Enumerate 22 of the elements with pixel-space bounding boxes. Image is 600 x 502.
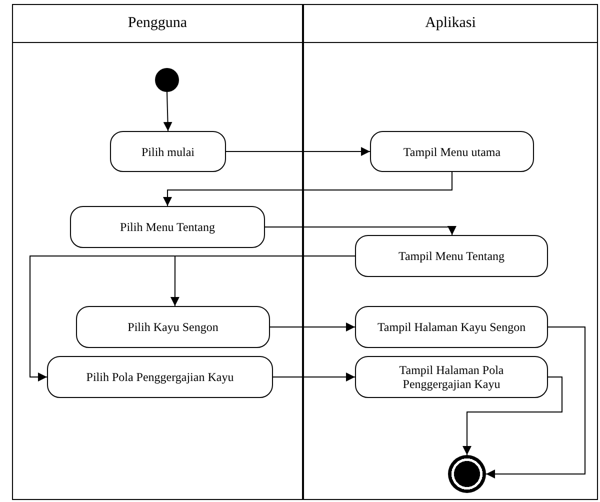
activity-node: Tampil Halaman Kayu Sengon bbox=[355, 306, 548, 348]
activity-node: Pilih mulai bbox=[110, 131, 226, 172]
start-node bbox=[155, 68, 179, 92]
lane-title: Aplikasi bbox=[304, 5, 597, 43]
end-node bbox=[448, 455, 486, 493]
arrow bbox=[272, 372, 356, 382]
arrow bbox=[264, 226, 456, 236]
activity-node: Pilih Pola Penggergajian Kayu bbox=[47, 356, 273, 398]
arrow bbox=[163, 172, 452, 206]
swimlane bbox=[303, 4, 598, 500]
activity-node: Tampil Halaman Pola Penggergajian Kayu bbox=[355, 356, 548, 398]
activity-node: Pilih Kayu Sengon bbox=[76, 306, 270, 348]
lane-title: Pengguna bbox=[13, 5, 302, 43]
activity-node: Pilih Menu Tentang bbox=[70, 206, 265, 248]
arrow bbox=[462, 376, 562, 456]
swimlane bbox=[12, 4, 303, 500]
arrow bbox=[226, 147, 370, 156]
activity-node: Tampil Menu Tentang bbox=[355, 235, 548, 277]
activity-node: Tampil Menu utama bbox=[370, 131, 534, 172]
arrow bbox=[486, 326, 586, 478]
arrow bbox=[270, 322, 356, 332]
arrow bbox=[163, 92, 172, 132]
